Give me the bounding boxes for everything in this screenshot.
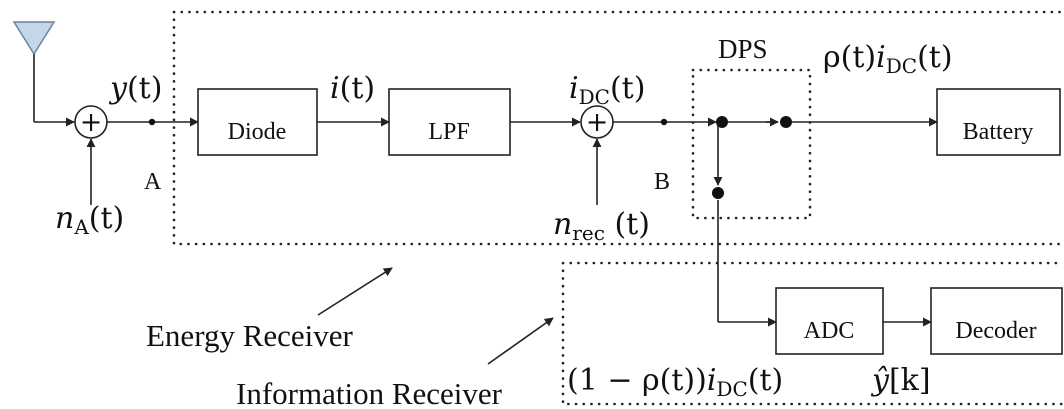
node-a-dot xyxy=(148,118,156,126)
information-receiver-pointer xyxy=(487,317,554,365)
svg-text:+: + xyxy=(80,107,103,138)
svg-text:LPF: LPF xyxy=(428,119,469,145)
diode-block: Diode xyxy=(197,88,318,156)
signal-wires xyxy=(34,117,938,327)
signal-energy-share-label: ρ(t)iDC(t) xyxy=(823,40,953,78)
information-receiver-label: Information Receiver xyxy=(236,376,503,409)
energy-receiver-pointer xyxy=(317,267,393,316)
signal-y-label: y(t) xyxy=(108,71,162,106)
battery-block: Battery xyxy=(936,88,1061,156)
svg-text:+: + xyxy=(586,107,609,138)
node-a-label: A xyxy=(144,169,162,195)
dps-region xyxy=(691,68,812,220)
adc-block: ADC xyxy=(775,287,884,355)
decoder-block: Decoder xyxy=(930,287,1063,355)
node-b-dot xyxy=(660,118,668,126)
energy-receiver-region xyxy=(172,10,1064,246)
lpf-block: LPF xyxy=(388,88,511,156)
node-b-label: B xyxy=(654,169,670,195)
antenna-icon xyxy=(12,21,56,122)
svg-text:Decoder: Decoder xyxy=(955,318,1036,344)
svg-text:Diode: Diode xyxy=(228,119,287,145)
signal-info-share-label: (1 − ρ(t))iDC(t) xyxy=(567,363,783,401)
noise-summer-rec: + xyxy=(580,105,614,139)
signal-yhat-label: ŷ[k] xyxy=(870,363,931,398)
dps-split-dot xyxy=(716,116,728,128)
dps-energy-dot xyxy=(780,116,792,128)
noise-na-label: nA(t) xyxy=(55,201,124,239)
signal-i-label: i(t) xyxy=(330,71,375,106)
dps-label: DPS xyxy=(718,34,768,64)
noise-summer-a: + xyxy=(74,105,108,139)
noise-nrec-label: nrec (t) xyxy=(553,207,650,245)
signal-idc-label: iDC(t) xyxy=(569,71,645,109)
dps-info-dot xyxy=(712,187,724,199)
energy-receiver-label: Energy Receiver xyxy=(146,318,354,353)
svg-text:ADC: ADC xyxy=(804,318,855,344)
information-receiver-region xyxy=(561,261,1064,406)
svg-text:Battery: Battery xyxy=(963,119,1034,145)
